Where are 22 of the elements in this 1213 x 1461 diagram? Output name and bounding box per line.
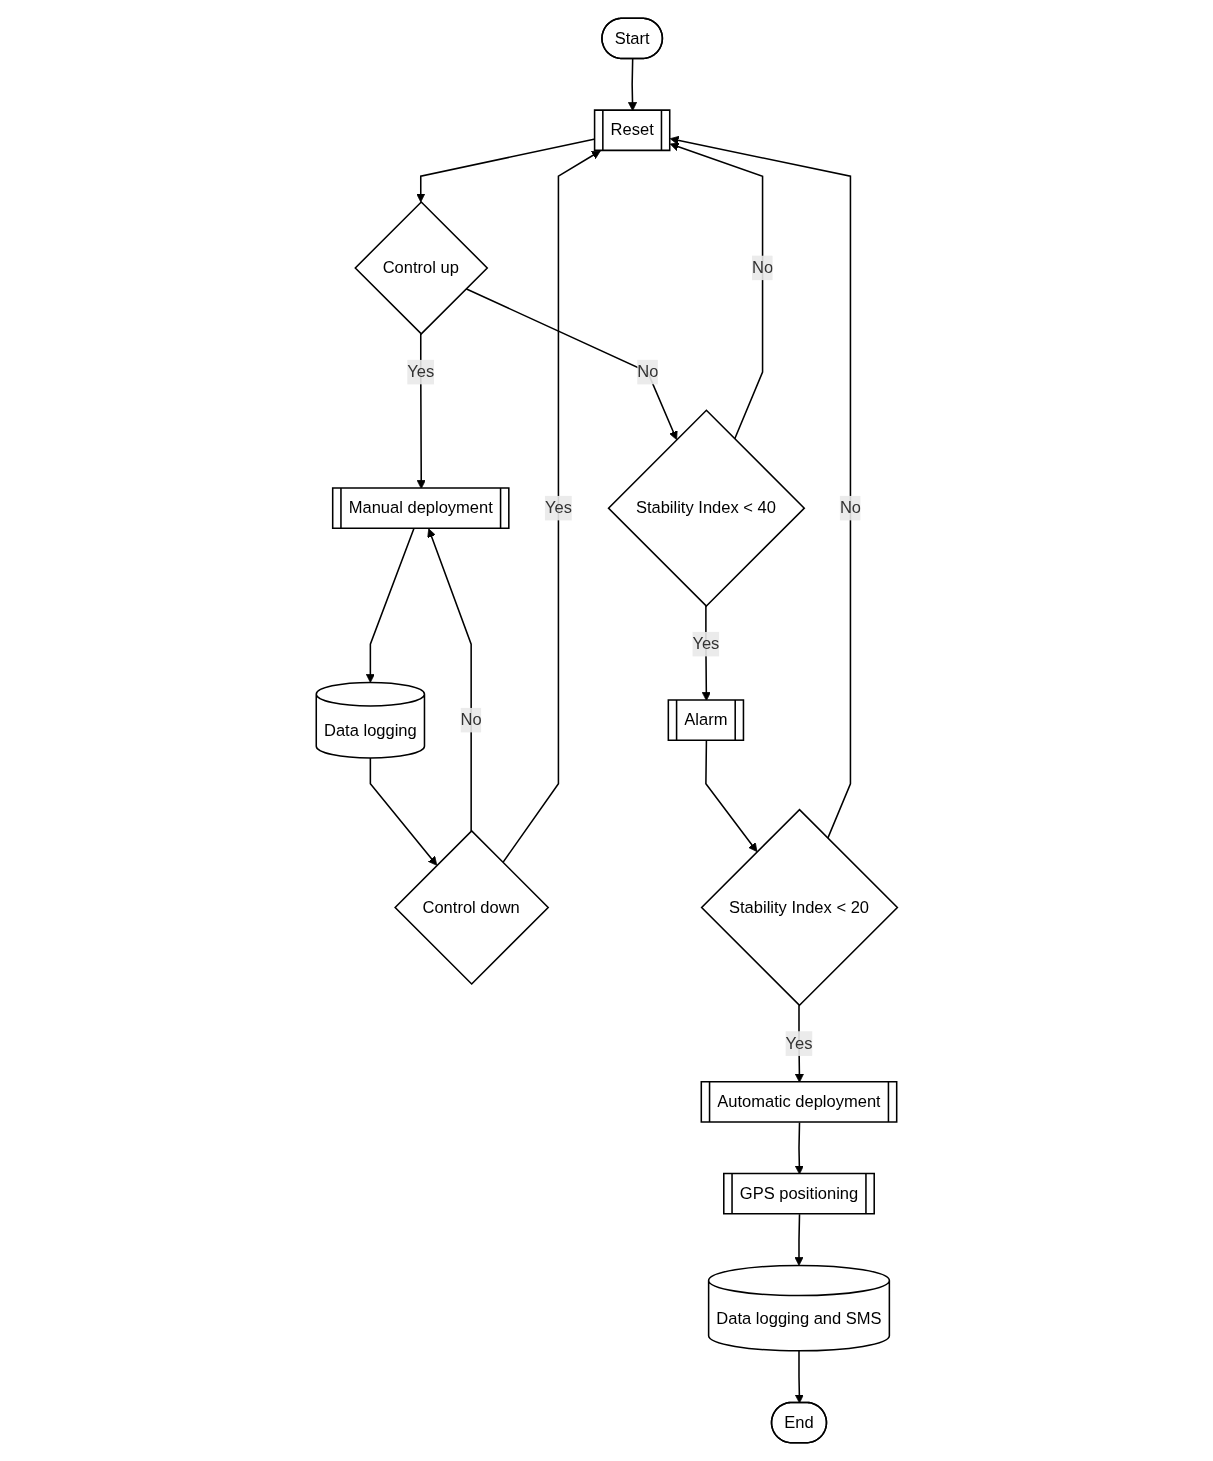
node-diamond: Control down	[393, 829, 549, 986]
node-diamond: Stability Index < 40	[607, 409, 806, 608]
edge-label: Yes	[544, 498, 572, 517]
arrow	[794, 1350, 804, 1404]
arrow	[369, 757, 437, 866]
arrow	[426, 528, 472, 832]
edge-label: Yes	[785, 1034, 813, 1052]
edge-label: No	[636, 362, 658, 381]
node-diamond: Control up	[353, 200, 488, 336]
arrow	[794, 1213, 804, 1266]
arrow	[501, 150, 601, 864]
edge-label: Yes	[406, 362, 434, 381]
arrow	[415, 138, 596, 203]
edge-label: No	[839, 498, 861, 517]
arrow	[704, 740, 758, 853]
arrow	[365, 528, 415, 683]
arrow	[669, 142, 763, 440]
edge-label: No	[460, 710, 482, 729]
edge-label: No	[751, 258, 773, 277]
edge-label: Yes	[692, 634, 720, 653]
node-diamond: Stability Index < 20	[700, 808, 899, 1007]
arrow	[464, 287, 678, 440]
